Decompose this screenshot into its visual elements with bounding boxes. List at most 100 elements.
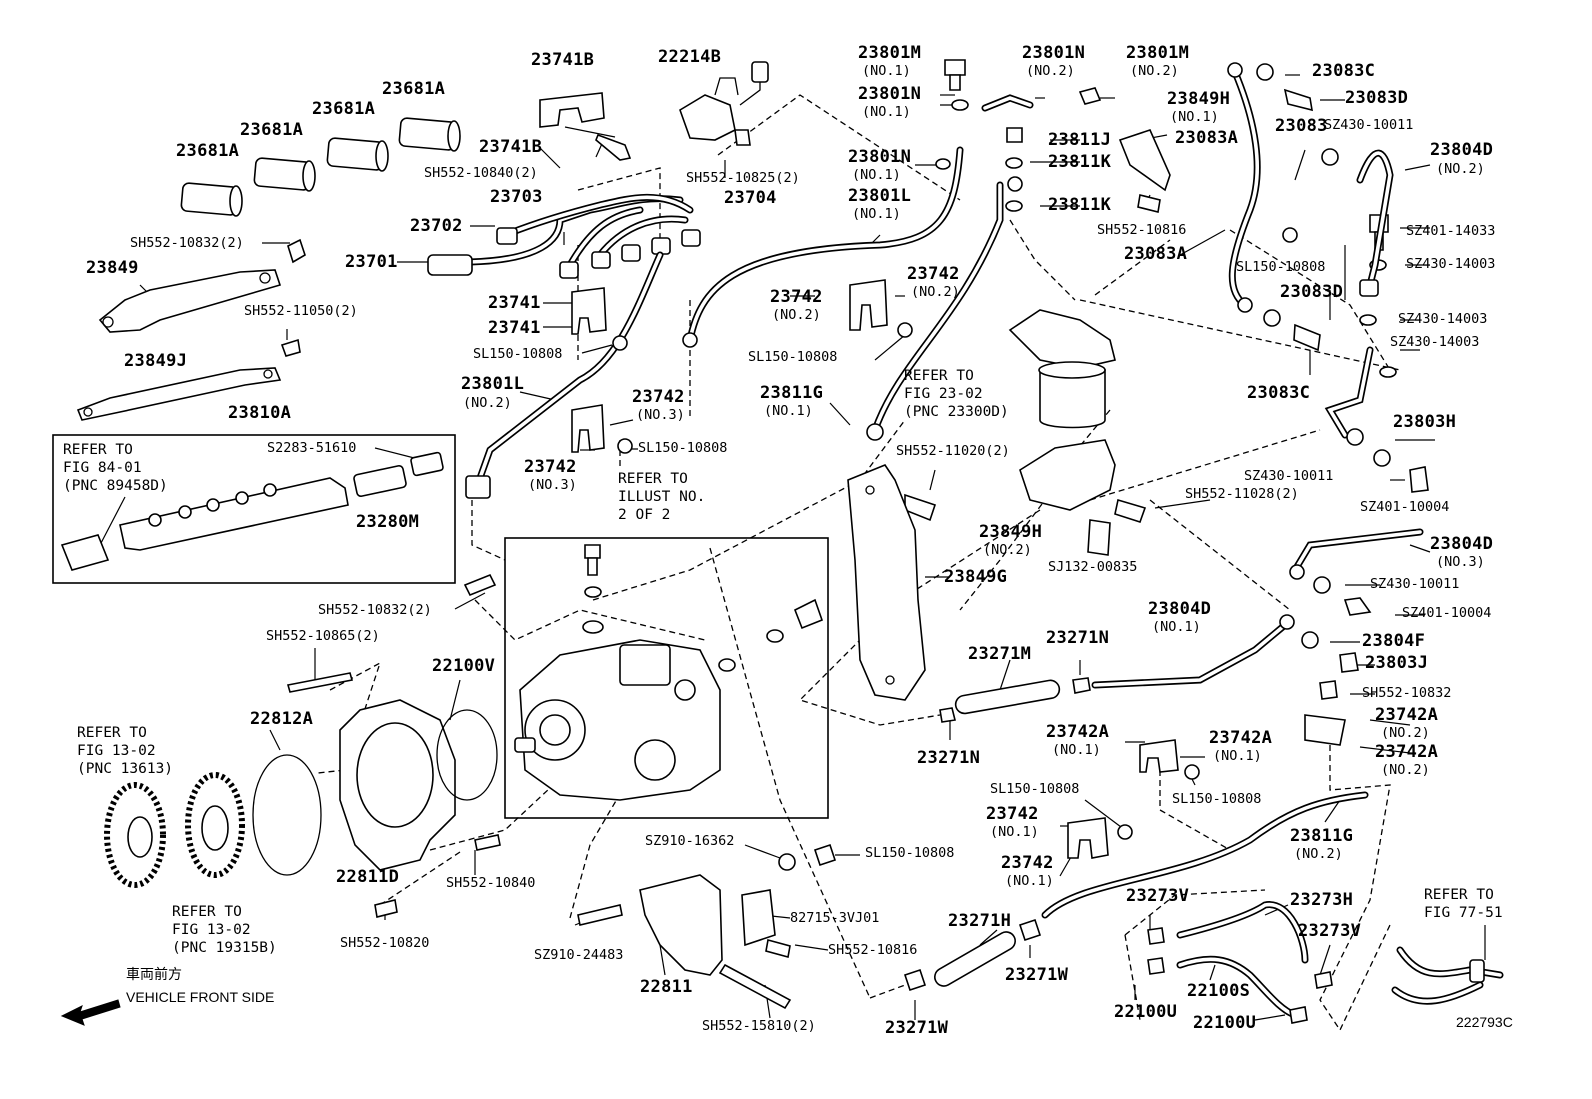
label-22811d: 22811D	[336, 867, 400, 887]
label-sz430-14003-b: SZ430-14003	[1398, 311, 1488, 327]
label-23742-no3-b: 23742	[524, 457, 577, 477]
label-23742-no2-a: 23742	[907, 264, 960, 284]
injector-sleeve-shapes	[180, 117, 461, 217]
label-sl150-10808-a: SL150-10808	[473, 346, 563, 362]
refer-note-77-51: REFER TO FIG 77-51	[1424, 887, 1503, 922]
label-no3-a: (NO.3)	[636, 407, 685, 423]
label-sh552-11028-2: SH552-11028(2)	[1185, 486, 1299, 502]
label-sz430-14003-a: SZ430-14003	[1406, 256, 1496, 272]
refer-note-13-02-b: REFER TO FIG 13-02 (PNC 19315B)	[172, 904, 277, 957]
label-no1-h: (NO.1)	[1052, 742, 1101, 758]
label-sh552-10816-a: SH552-10816	[1097, 222, 1187, 238]
label-23083: 23083	[1275, 116, 1328, 136]
label-23742-no1-b: 23742	[1001, 853, 1054, 873]
label-23811j: 23811J	[1048, 130, 1112, 150]
label-no1-i: (NO.1)	[1213, 748, 1262, 764]
illustration-code: 222793C	[1456, 1014, 1513, 1030]
label-22100u-1: 22100U	[1114, 1002, 1178, 1022]
label-82715-3vj01: 82715-3VJ01	[790, 910, 880, 926]
label-23271h: 23271H	[948, 911, 1012, 931]
label-23742a-no1-a: 23742A	[1046, 722, 1110, 742]
label-23742-no3-a: 23742	[632, 387, 685, 407]
label-sz430-10011-b: SZ430-10011	[1244, 468, 1334, 484]
label-23702: 23702	[410, 216, 463, 236]
label-sl150-10808-c: SL150-10808	[1236, 259, 1326, 275]
label-22100s: 22100S	[1187, 981, 1251, 1001]
label-23804d-no1: 23804D	[1148, 599, 1212, 619]
bracket-23849h-shape	[1019, 129, 1171, 511]
label-23811k-2: 23811K	[1048, 195, 1112, 215]
hose-shapes	[903, 677, 1504, 1024]
label-23804d-no3: 23804D	[1430, 534, 1494, 554]
label-23741b-2: 23741B	[479, 137, 543, 157]
label-no2-c: (NO.2)	[1130, 63, 1179, 79]
label-sh552-10832-2b: SH552-10832(2)	[318, 602, 432, 618]
label-23273h: 23273H	[1290, 890, 1354, 910]
label-23811g-no1: 23811G	[760, 383, 824, 403]
label-sz401-10004-b: SZ401-10004	[1402, 605, 1492, 621]
label-no1-g: (NO.1)	[1152, 619, 1201, 635]
label-sh552-10865-2: SH552-10865(2)	[266, 628, 380, 644]
label-23742-no1-a: 23742	[986, 804, 1039, 824]
label-no2-h: (NO.2)	[1381, 725, 1430, 741]
label-23273v-2: 23273V	[1298, 921, 1362, 941]
label-sl150-10808-b: SL150-10808	[638, 440, 728, 456]
label-sh552-10832-2a: SH552-10832(2)	[130, 235, 244, 251]
label-23271n-2: 23271N	[917, 748, 981, 768]
refer-note-13-02-a: REFER TO FIG 13-02 (PNC 13613)	[77, 725, 174, 778]
label-no1-c: (NO.1)	[852, 167, 901, 183]
label-23811g-no2: 23811G	[1290, 826, 1354, 846]
label-sz401-14033: SZ401-14033	[1406, 223, 1496, 239]
label-23801m-no1: 23801M	[858, 43, 922, 63]
label-sl150-10808-d: SL150-10808	[748, 349, 838, 365]
fuel-pump-frame	[504, 537, 829, 819]
label-23681a-3: 23681A	[312, 99, 376, 119]
label-no2-g: (NO.2)	[983, 542, 1032, 558]
label-sz910-24483: SZ910-24483	[534, 947, 624, 963]
label-sl150-10808-f: SL150-10808	[990, 781, 1080, 797]
label-sh552-15810-2: SH552-15810(2)	[702, 1018, 816, 1034]
label-23801n-no2: 23801N	[1022, 43, 1086, 63]
clamp-shapes	[539, 92, 888, 453]
arrow-left-icon	[60, 999, 121, 1026]
bolt-shapes	[280, 59, 1429, 1010]
label-23271m: 23271M	[968, 644, 1032, 664]
return-pipes-shapes	[1091, 62, 1424, 689]
label-sz430-10011-a: SZ430-10011	[1324, 117, 1414, 133]
label-23810a: 23810A	[228, 403, 292, 423]
label-s2283-51610: S2283-51610	[267, 440, 357, 456]
label-no3-c: (NO.3)	[1436, 554, 1485, 570]
flange-gasket-gear-shapes	[104, 699, 498, 888]
label-23742a-no2-a: 23742A	[1375, 705, 1439, 725]
label-23801l-no2: 23801L	[461, 374, 525, 394]
fuel-lines-shapes	[682, 94, 1034, 441]
label-no1-e: (NO.1)	[1170, 109, 1219, 125]
solid-leaders	[99, 74, 1486, 1021]
bracket-shapes	[76, 269, 282, 421]
label-23801n-no1-b: 23801N	[848, 147, 912, 167]
label-sl150-10808-g: SL150-10808	[865, 845, 955, 861]
label-23681a-2: 23681A	[240, 120, 304, 140]
label-23801l-no1: 23801L	[848, 186, 912, 206]
label-no1-a: (NO.1)	[862, 63, 911, 79]
label-23271w-2: 23271W	[885, 1018, 949, 1038]
label-23849h-no2: 23849H	[979, 522, 1043, 542]
label-no2-a: (NO.2)	[463, 395, 512, 411]
label-23803h: 23803H	[1393, 412, 1457, 432]
label-23271n-1: 23271N	[1046, 628, 1110, 648]
label-23849g: 23849G	[944, 567, 1008, 587]
label-23804d-no2: 23804D	[1430, 140, 1494, 160]
label-sh552-10816-b: SH552-10816	[828, 942, 918, 958]
bracket-23849g-shape	[847, 464, 926, 701]
label-23704: 23704	[724, 188, 777, 208]
label-22100u-2: 22100U	[1193, 1013, 1257, 1033]
label-sl150-10808-e: SL150-10808	[1172, 791, 1262, 807]
label-23703: 23703	[490, 187, 543, 207]
label-sj132-00835: SJ132-00835	[1048, 559, 1138, 575]
label-sh552-10825-2: SH552-10825(2)	[686, 170, 800, 186]
sensor-22214b-shape	[679, 61, 769, 141]
label-23083d-2: 23083D	[1280, 282, 1344, 302]
label-23804f: 23804F	[1362, 631, 1426, 651]
label-23741-1: 23741	[488, 293, 541, 313]
label-sz401-10004-a: SZ401-10004	[1360, 499, 1450, 515]
